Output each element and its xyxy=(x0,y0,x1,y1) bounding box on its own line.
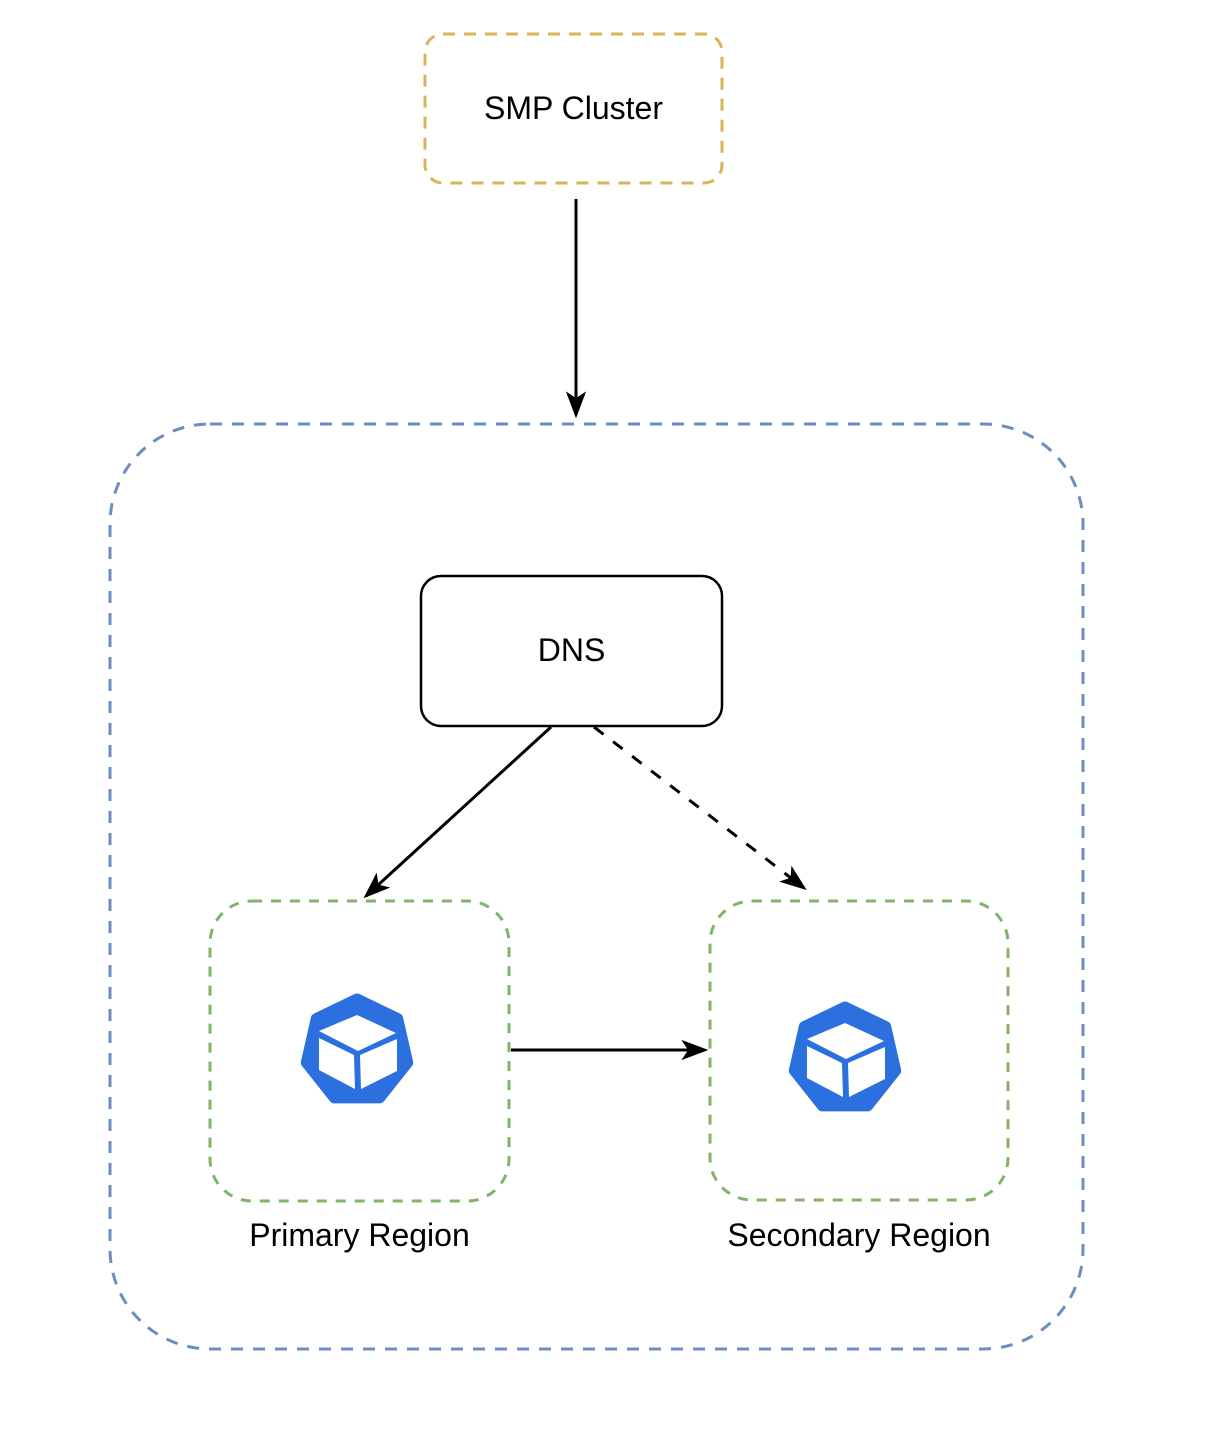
heptagon-cube-icon xyxy=(794,1007,895,1106)
outer-boundary-container xyxy=(108,422,1085,1351)
smp-cluster-node xyxy=(423,32,724,185)
arrow-dns-to-secondary-dashed xyxy=(593,725,807,891)
heptagon-cube-icon xyxy=(306,999,407,1098)
dns-node xyxy=(419,574,724,728)
arrow-dns-to-primary xyxy=(363,725,553,899)
